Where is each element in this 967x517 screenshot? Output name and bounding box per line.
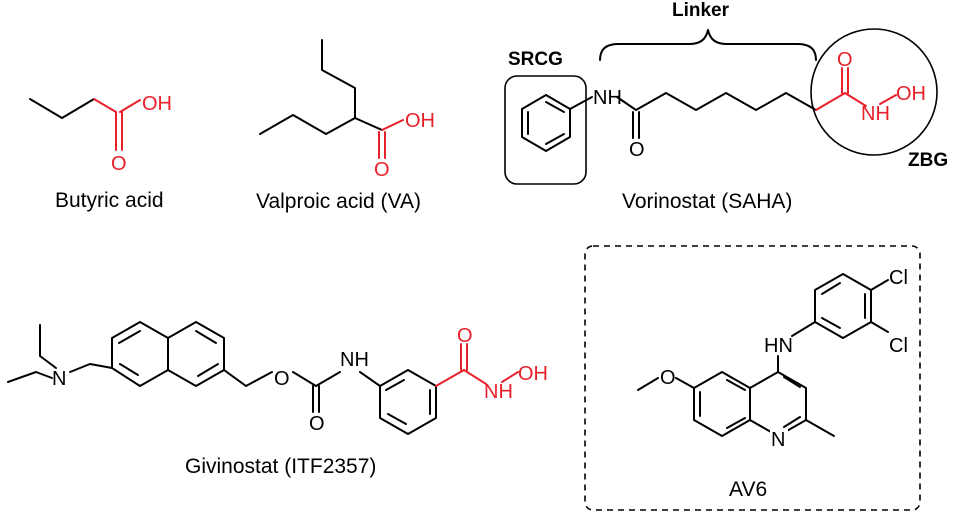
givinostat-structure: N O O NH O NH OH bbox=[7, 321, 548, 435]
valproic-acid-structure: OH O bbox=[259, 39, 435, 181]
butyric-oh-label: OH bbox=[142, 93, 172, 115]
linker-label: Linker bbox=[672, 0, 730, 21]
butyric-o-label: O bbox=[111, 153, 127, 175]
av6-cl2-label: Cl bbox=[889, 335, 908, 357]
butyric-acid-caption: Butyric acid bbox=[55, 189, 164, 212]
zbg-circle bbox=[810, 28, 938, 156]
vorinostat-nh-n-label: NH bbox=[593, 87, 622, 109]
av6-caption: AV6 bbox=[729, 478, 767, 501]
av6-hn-label: HN bbox=[764, 335, 793, 357]
av6-cl1-label: Cl bbox=[889, 267, 908, 289]
srcg-label: SRCG bbox=[508, 49, 563, 70]
valproic-oh-label: OH bbox=[405, 110, 435, 132]
givinostat-zbg-nh-label: NH bbox=[484, 381, 513, 403]
vorinostat-zbg-n-label: NH bbox=[861, 103, 890, 125]
vorinostat-amide-o-label: O bbox=[629, 139, 645, 161]
givinostat-caption: Givinostat (ITF2357) bbox=[185, 455, 376, 478]
zbg-label: ZBG bbox=[908, 150, 948, 171]
valproic-acid-caption: Valproic acid (VA) bbox=[256, 190, 421, 213]
valproic-o-label: O bbox=[374, 159, 390, 181]
av6-n-label: N bbox=[771, 429, 785, 451]
av6-methoxy-o-label: O bbox=[660, 367, 676, 389]
givinostat-zbg-o-label: O bbox=[457, 325, 473, 347]
givinostat-carbonyl-o-label: O bbox=[309, 413, 325, 435]
vorinostat-zbg-oh-label: OH bbox=[896, 83, 926, 105]
av6-structure: Cl Cl HN O N bbox=[637, 267, 908, 451]
srcg-box bbox=[504, 75, 587, 185]
givinostat-zbg-oh-label: OH bbox=[518, 363, 548, 385]
vorinostat-caption: Vorinostat (SAHA) bbox=[622, 190, 792, 213]
givinostat-n-label: N bbox=[52, 368, 66, 390]
butyric-acid-structure: OH O bbox=[29, 93, 172, 175]
vorinostat-zbg-o-label: O bbox=[837, 49, 853, 71]
givinostat-nh-label: NH bbox=[340, 349, 369, 371]
av6-dashed-box bbox=[584, 245, 921, 511]
givinostat-ester-o-label: O bbox=[274, 368, 290, 390]
vorinostat-structure: SRCG NH O Linker ZBG O NH OH bbox=[504, 0, 948, 185]
